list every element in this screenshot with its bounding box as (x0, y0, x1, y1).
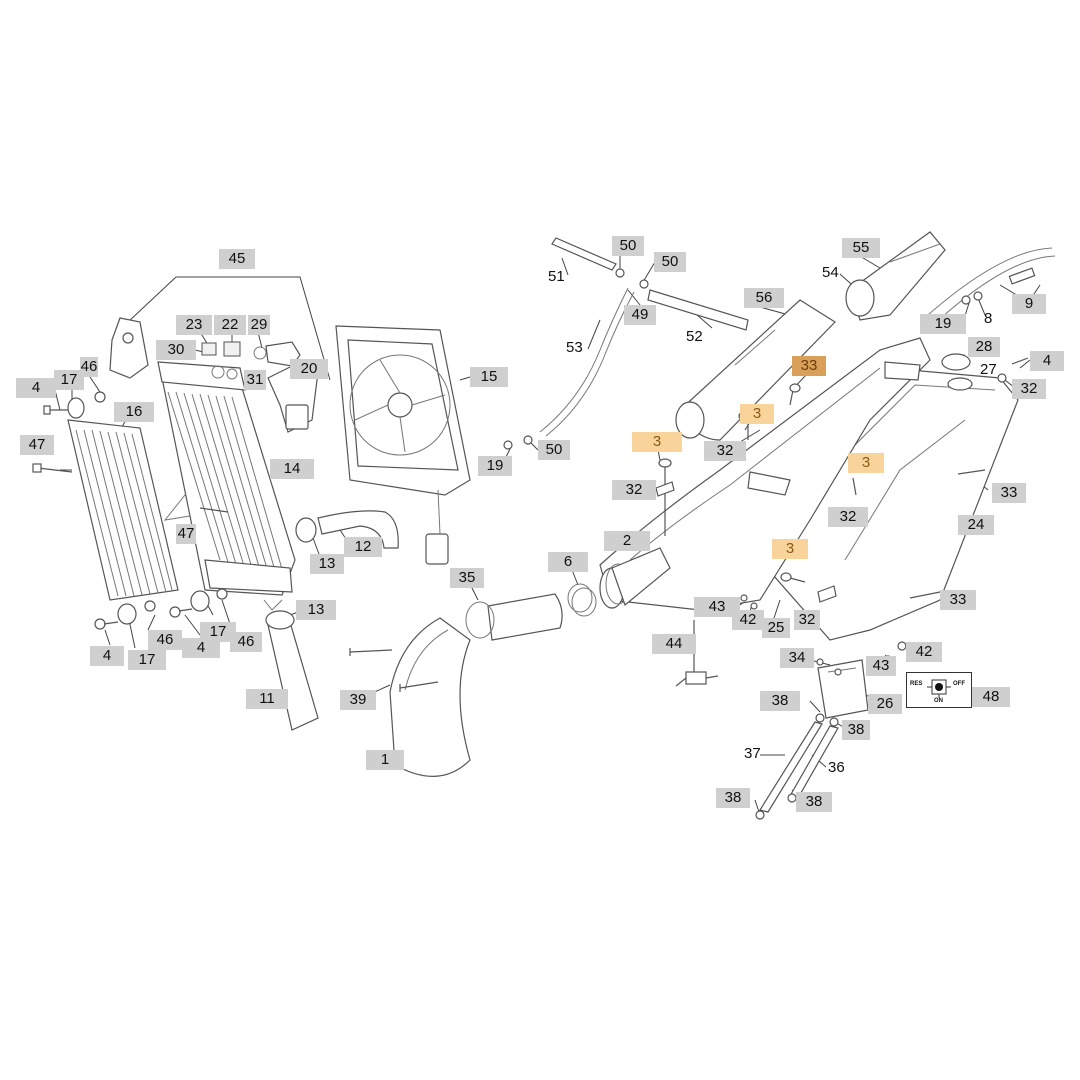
callout-32-center[interactable]: 32 (828, 507, 868, 527)
callout-19-right[interactable]: 19 (920, 314, 966, 334)
fuel-pump-filter (755, 641, 907, 820)
callout-56[interactable]: 56 (744, 288, 784, 308)
label-37: 37 (744, 745, 761, 762)
callout-50-bottom[interactable]: 50 (538, 440, 570, 460)
fuel-tap-switch-legend: RES OFF ON (906, 672, 972, 708)
callout-45[interactable]: 45 (219, 249, 255, 269)
callout-24[interactable]: 24 (958, 515, 994, 535)
callout-17-bottom-right[interactable]: 17 (200, 622, 236, 642)
callout-32-lower[interactable]: 32 (794, 610, 820, 630)
callout-39[interactable]: 39 (340, 690, 376, 710)
callout-13-upper[interactable]: 13 (310, 554, 344, 574)
callout-12[interactable]: 12 (344, 537, 382, 557)
vent-hoses (503, 237, 749, 450)
label-36: 36 (828, 759, 845, 776)
callout-16[interactable]: 16 (114, 402, 154, 422)
fan-assembly (335, 325, 471, 565)
callout-44[interactable]: 44 (652, 634, 696, 654)
callout-32-tank-top[interactable]: 32 (1012, 379, 1046, 399)
tank-intake-ring (599, 547, 671, 609)
callout-15[interactable]: 15 (470, 367, 508, 387)
switch-dial-icon (927, 679, 951, 698)
callout-9[interactable]: 9 (1012, 294, 1046, 314)
callout-50-top-right[interactable]: 50 (654, 252, 686, 272)
label-51: 51 (548, 268, 565, 285)
callout-4-bottom-left[interactable]: 4 (90, 646, 124, 666)
label-54: 54 (822, 264, 839, 281)
callout-33-lower[interactable]: 33 (940, 590, 976, 610)
radiator-core (157, 361, 296, 596)
callout-32-left[interactable]: 32 (612, 480, 656, 500)
intake-duct (675, 231, 946, 441)
callout-13-lower[interactable]: 13 (296, 600, 336, 620)
callout-55[interactable]: 55 (842, 238, 880, 258)
callout-25[interactable]: 25 (762, 618, 790, 638)
callout-50-top-left[interactable]: 50 (612, 236, 644, 256)
switch-on-label: ON (934, 698, 943, 704)
callout-33-right[interactable]: 33 (992, 483, 1026, 503)
callout-48[interactable]: 48 (972, 687, 1010, 707)
callout-23[interactable]: 23 (176, 315, 212, 335)
callout-28[interactable]: 28 (968, 337, 1000, 357)
callout-30[interactable]: 30 (156, 340, 196, 360)
top-vent-tubes (919, 247, 1056, 329)
callout-49[interactable]: 49 (624, 305, 656, 325)
callout-3-lower[interactable]: 3 (772, 539, 808, 559)
callout-38-lower-left[interactable]: 38 (716, 788, 750, 808)
callout-42-right[interactable]: 42 (906, 642, 942, 662)
switch-off-label: OFF (953, 681, 965, 687)
callout-47-left[interactable]: 47 (20, 435, 54, 455)
callout-20[interactable]: 20 (290, 359, 328, 379)
label-52: 52 (686, 328, 703, 345)
radiator-bracket (109, 317, 319, 433)
callout-17-bottom-left[interactable]: 17 (128, 650, 166, 670)
callout-11[interactable]: 11 (246, 689, 288, 709)
callout-1[interactable]: 1 (366, 750, 404, 770)
callout-19-left[interactable]: 19 (478, 456, 512, 476)
callout-43-right[interactable]: 43 (866, 656, 896, 676)
callout-46-top[interactable]: 46 (80, 357, 98, 377)
callout-42-left[interactable]: 42 (732, 610, 764, 630)
callout-38-upper-right[interactable]: 38 (842, 720, 870, 740)
callout-46-bottom-right[interactable]: 46 (230, 632, 262, 652)
callout-47-center[interactable]: 47 (176, 524, 196, 544)
switch-res-label: RES (910, 681, 923, 687)
callout-43-left[interactable]: 43 (694, 597, 740, 617)
callout-32-upper[interactable]: 32 (704, 441, 746, 461)
callout-14[interactable]: 14 (270, 459, 314, 479)
radiator-fasteners (32, 391, 229, 630)
callout-33-highlighted[interactable]: 33 (792, 356, 826, 376)
callout-29[interactable]: 29 (248, 315, 270, 335)
callout-17-top[interactable]: 17 (54, 370, 84, 390)
callout-38-upper-left[interactable]: 38 (760, 691, 800, 711)
callout-34[interactable]: 34 (780, 648, 814, 668)
fuel-tank-left (599, 337, 931, 611)
callout-4-top[interactable]: 4 (16, 378, 56, 398)
label-8: 8 (984, 310, 993, 327)
callout-26[interactable]: 26 (868, 694, 902, 714)
callout-3-left[interactable]: 3 (632, 432, 682, 452)
callout-22[interactable]: 22 (214, 315, 246, 335)
callout-6[interactable]: 6 (548, 552, 588, 572)
callout-38-lower-right[interactable]: 38 (796, 792, 832, 812)
label-27: 27 (980, 361, 997, 378)
hoses-left (263, 510, 399, 731)
callout-3-right[interactable]: 3 (848, 453, 884, 473)
callout-31[interactable]: 31 (244, 370, 266, 390)
callout-2[interactable]: 2 (604, 531, 650, 551)
callout-46-bottom-left[interactable]: 46 (148, 630, 182, 650)
callout-35[interactable]: 35 (450, 568, 484, 588)
callout-4-tank[interactable]: 4 (1030, 351, 1064, 371)
callout-4-bottom-right[interactable]: 4 (182, 638, 220, 658)
label-53: 53 (566, 339, 583, 356)
fuel-tap (675, 620, 719, 687)
callout-3-upper[interactable]: 3 (740, 404, 774, 424)
airbox-intake (349, 583, 597, 777)
